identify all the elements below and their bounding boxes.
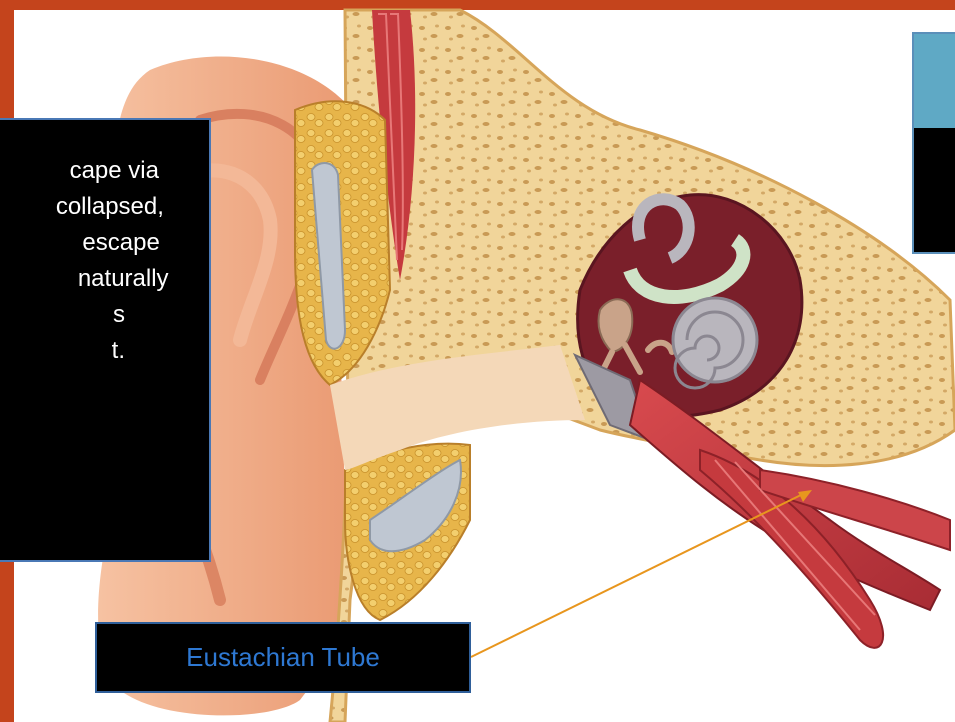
explanation-line-1: cape via bbox=[70, 156, 159, 186]
explanation-line-4: naturally bbox=[78, 264, 169, 294]
explanation-line-5: s bbox=[113, 300, 125, 330]
pointer-line bbox=[471, 493, 805, 657]
explanation-line-6: t. bbox=[112, 336, 125, 366]
explanation-line-2: collapsed, bbox=[56, 192, 164, 222]
title-panel bbox=[912, 32, 955, 254]
title-panel-accent-band bbox=[914, 34, 955, 128]
explanation-line-3: escape bbox=[82, 228, 159, 258]
eustachian-tube-label-box: Eustachian Tube bbox=[95, 622, 471, 693]
explanation-text-box: cape via collapsed, escape naturally s t… bbox=[0, 118, 211, 562]
eustachian-tube-label: Eustachian Tube bbox=[186, 642, 380, 673]
